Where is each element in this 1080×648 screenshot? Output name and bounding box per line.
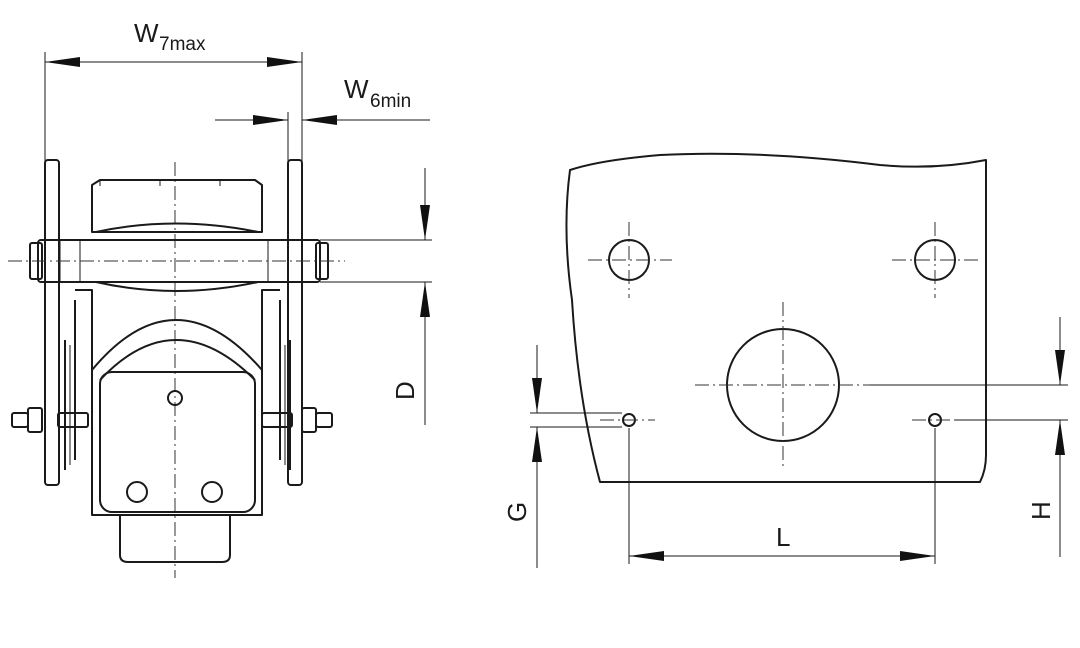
bolt-hole-top [167, 390, 183, 406]
dimension-h: H [870, 317, 1068, 557]
mounting-plate-view [565, 152, 987, 483]
dimension-l: L [628, 428, 936, 564]
dimension-w7max: W 7max [44, 18, 303, 162]
dimension-d: D [320, 168, 432, 425]
bolt-hole-left [126, 481, 148, 503]
w7-subscript: 7max [159, 34, 206, 55]
dimension-w6min: W 6min [215, 74, 430, 162]
bolt-hole-right [201, 481, 223, 503]
left-side-plate [44, 159, 60, 486]
right-side-plate [287, 159, 303, 486]
left-bolt-head [11, 412, 29, 428]
h-label: H [1026, 501, 1056, 520]
trolley-front-view [8, 159, 345, 578]
dimension-g: G [502, 345, 622, 568]
w7-letter: W [134, 18, 159, 48]
w6-letter: W [344, 74, 369, 104]
center-block [99, 371, 256, 513]
d-label: D [390, 381, 420, 400]
wheel-carriage [75, 289, 280, 516]
right-bolt-head [315, 412, 333, 428]
arch-outer [91, 319, 263, 400]
load-bar [119, 515, 231, 563]
l-label: L [776, 522, 790, 552]
w6-subscript: 6min [370, 91, 411, 112]
plate-outline [565, 152, 987, 483]
g-label: G [502, 502, 532, 522]
